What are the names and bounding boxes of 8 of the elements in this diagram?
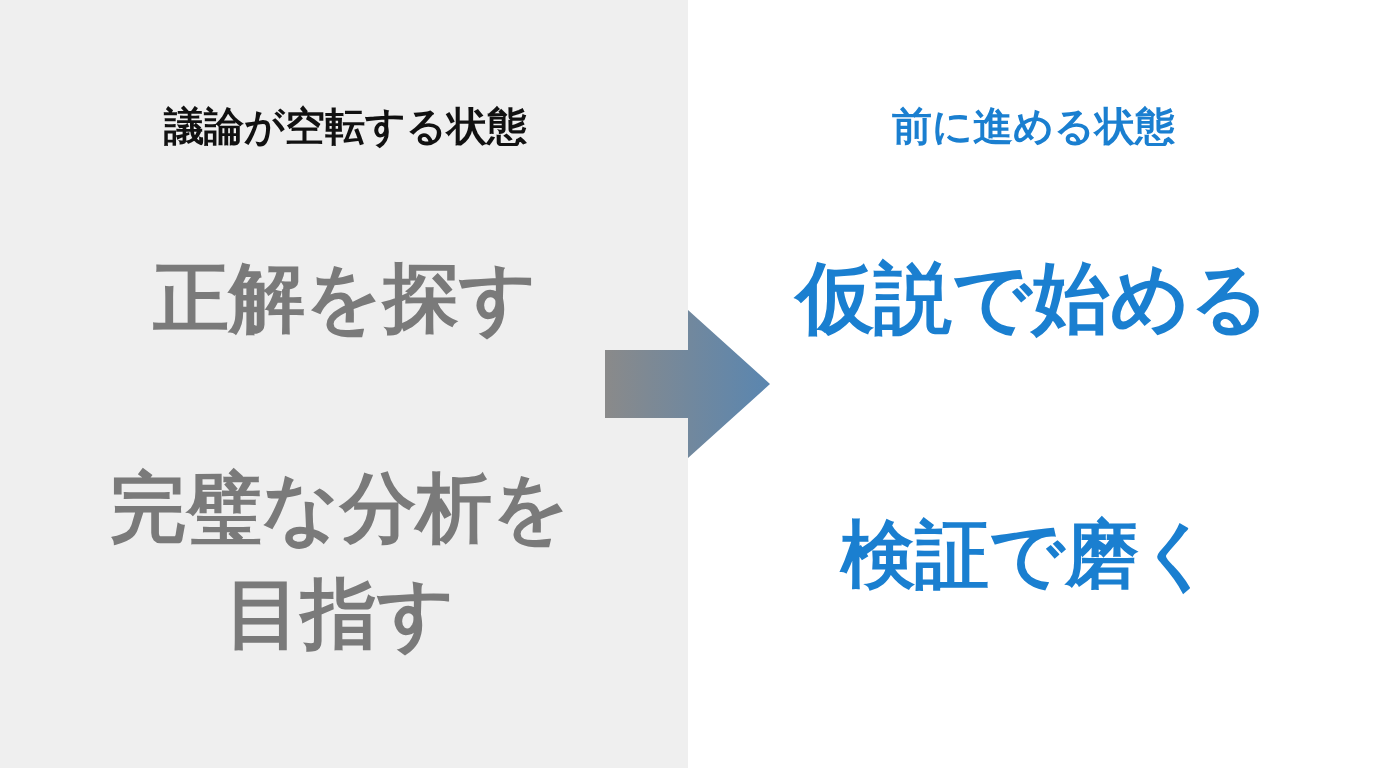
main-text: 正解を探す <box>152 252 538 344</box>
heading: 前に進める状態 <box>890 102 1176 150</box>
main-text: 完璧な分析を目指す <box>109 462 571 661</box>
heading: 議論が空転する状態 <box>162 102 528 150</box>
panel <box>0 0 688 768</box>
main-text: 仮説で始める <box>793 252 1271 345</box>
main-text: 検証で磨く <box>838 510 1216 599</box>
block-arrow <box>605 310 770 458</box>
